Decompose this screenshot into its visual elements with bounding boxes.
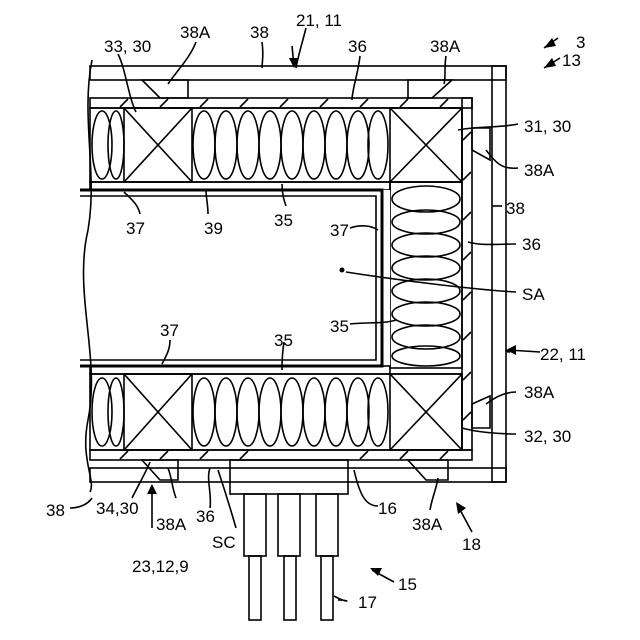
label-bottom-spacer-right: 38A	[412, 515, 443, 534]
label-fig-13: 13	[562, 51, 581, 70]
label-right-spacer-top: 38A	[524, 161, 555, 180]
label-bottom-left-block: 34,30	[96, 499, 139, 518]
label-top-spacer-right: 38A	[430, 37, 461, 56]
label-fig-3: 3	[576, 33, 585, 52]
port-16	[230, 460, 348, 556]
label-right-top-block: 31, 30	[524, 117, 571, 136]
label-port-16: 16	[378, 499, 397, 518]
pipes-17	[249, 556, 333, 620]
label-right-outer: 38	[506, 199, 525, 218]
label-inner-37-bottom: 37	[160, 321, 179, 340]
label-top-panel: 36	[348, 37, 367, 56]
label-top-wall: 21, 11	[296, 11, 342, 30]
top-insulation-row	[90, 108, 462, 190]
label-inner-35-bottom: 35	[274, 331, 293, 350]
right-insulation-column	[390, 182, 462, 368]
label-inner-35-right: 35	[330, 317, 349, 336]
label-bottom-panel: 36	[196, 507, 215, 526]
label-pipe-17: 17	[358, 593, 377, 612]
label-bottom-wall: 23,12,9	[132, 557, 189, 576]
bottom-insulation-row	[90, 366, 462, 450]
sa-point-marker	[340, 268, 345, 273]
label-right-panel: 36	[522, 235, 541, 254]
label-inner-35-top: 35	[274, 211, 293, 230]
label-inner-39: 39	[204, 219, 223, 238]
label-right-spacer-bottom: 38A	[524, 383, 555, 402]
label-space-SA: SA	[522, 285, 545, 304]
label-bottom-spacer-left: 38A	[156, 515, 187, 534]
label-right-bottom-block: 32, 30	[524, 427, 571, 446]
label-bottom-18: 18	[462, 535, 481, 554]
space-SA	[80, 190, 390, 366]
label-top-outer: 38	[250, 23, 269, 42]
label-top-left-block: 33, 30	[104, 37, 151, 56]
label-pipes-15: 15	[398, 575, 417, 594]
label-right-wall: 22, 11	[540, 345, 586, 364]
label-bottom-outer: 38	[46, 501, 65, 520]
label-top-spacer-left: 38A	[180, 23, 211, 42]
label-space-SC: SC	[212, 533, 236, 552]
label-inner-37-left: 37	[126, 219, 145, 238]
label-inner-37-right: 37	[330, 221, 349, 240]
